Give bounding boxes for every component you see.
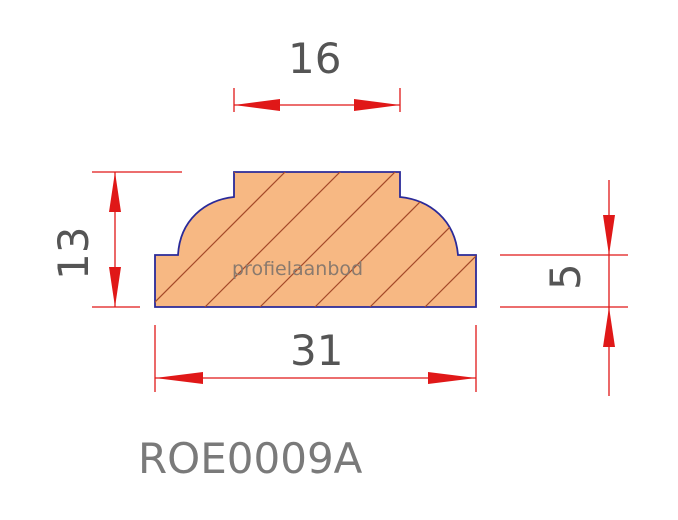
dimension-top-width: 16 bbox=[233, 34, 401, 112]
watermark-text: profielaanbod bbox=[232, 258, 363, 280]
dimension-total-height: 13 bbox=[49, 171, 182, 308]
product-code: ROE0009A bbox=[138, 434, 363, 483]
dimension-total-width: 31 bbox=[154, 325, 477, 392]
dimension-total-height-label: 13 bbox=[49, 227, 98, 280]
dimension-base-height: 5 bbox=[500, 180, 628, 396]
profile-shape bbox=[154, 171, 477, 308]
dimension-top-width-label: 16 bbox=[288, 34, 341, 83]
dimension-base-height-label: 5 bbox=[541, 263, 590, 290]
dimension-total-width-label: 31 bbox=[290, 326, 343, 375]
